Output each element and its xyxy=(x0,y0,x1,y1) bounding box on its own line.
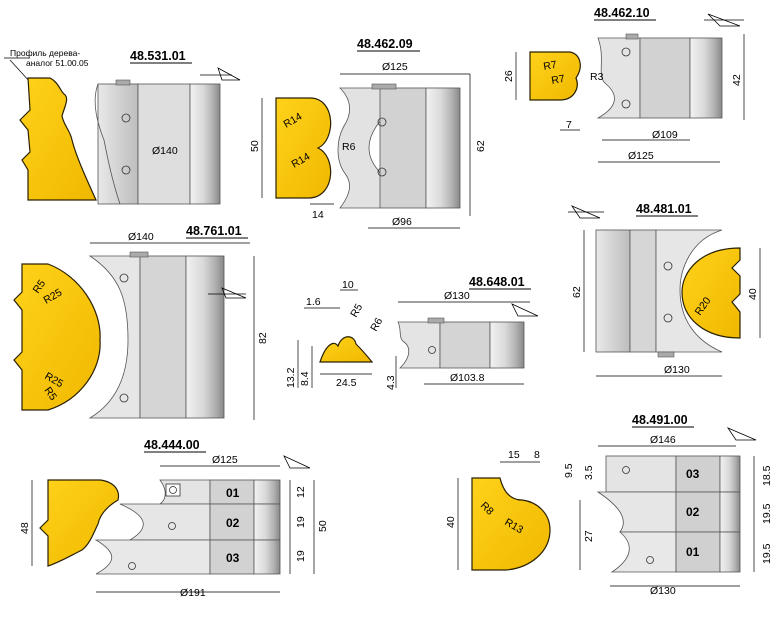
wood-profile xyxy=(529,51,581,101)
h42-label: 42 xyxy=(731,74,743,86)
part-03: 03 xyxy=(686,467,700,481)
h19-5b-label: 19.5 xyxy=(761,543,773,564)
d8-label: 8 xyxy=(534,449,540,461)
dia125-label: Ø125 xyxy=(628,150,654,162)
r7b-label: R7 xyxy=(550,73,565,87)
part-01: 01 xyxy=(226,486,240,500)
wood-profile xyxy=(471,477,551,571)
wood-profile xyxy=(13,263,101,411)
h48-label: 48 xyxy=(19,522,31,534)
h8-4-label: 8.4 xyxy=(299,371,311,386)
h18-5-label: 18.5 xyxy=(761,465,773,486)
h13-2-label: 13.2 xyxy=(285,367,297,388)
height-label: 82 xyxy=(257,332,269,344)
h27-label: 27 xyxy=(583,530,595,542)
part-02: 02 xyxy=(226,516,240,530)
cutter-48-648-01: 48.648.01 Ø130 10 1.6 R5 R6 13.2 8.4 24.… xyxy=(285,275,539,390)
code-label: 48.531.01 xyxy=(130,49,186,63)
dia130-label: Ø130 xyxy=(664,364,690,376)
profile-height-label: 50 xyxy=(249,140,261,152)
wood-profile xyxy=(681,247,741,339)
dia130-label: Ø130 xyxy=(650,585,676,597)
dia103-8-label: Ø103.8 xyxy=(450,372,485,384)
r5-label: R5 xyxy=(348,302,365,320)
h19a-label: 19 xyxy=(295,516,307,528)
r3-label: R3 xyxy=(590,71,604,83)
code-label: 48.491.00 xyxy=(632,413,688,427)
cutter-48-462-10: 48.462.10 R7 R7 26 7 R3 42 Ø109 Ø125 xyxy=(503,6,745,163)
width-label: 14 xyxy=(312,209,324,221)
d1-6-label: 1.6 xyxy=(306,296,321,308)
wood-profile xyxy=(39,479,120,567)
code-label: 48.761.01 xyxy=(186,224,242,238)
cutter-48-444-00: 48.444.00 Ø125 48 01 02 03 12 19 19 50 Ø… xyxy=(19,438,329,599)
r7a-label: R7 xyxy=(542,59,557,73)
h19-5a-label: 19.5 xyxy=(761,503,773,524)
h4-3-label: 4.3 xyxy=(385,375,397,390)
r-mid-label: R6 xyxy=(342,141,356,153)
dia-top-label: Ø125 xyxy=(382,61,408,73)
h40-label: 40 xyxy=(445,516,457,528)
cutter-48-462-09: 48.462.09 Ø125 R14 R14 50 14 R6 62 Ø96 xyxy=(249,37,487,229)
dia-label: Ø140 xyxy=(128,231,154,243)
h26-label: 26 xyxy=(503,70,515,82)
w7-label: 7 xyxy=(566,119,572,131)
d10-label: 10 xyxy=(342,279,354,291)
code-label: 48.481.01 xyxy=(636,202,692,216)
cutter-48-761-01: 48.761.01 Ø140 R5 R25 R25 R5 82 xyxy=(13,224,269,420)
part-03: 03 xyxy=(226,551,240,565)
dia191-label: Ø191 xyxy=(180,587,206,599)
part-02: 02 xyxy=(686,505,700,519)
d3-5-label: 3.5 xyxy=(583,465,595,480)
note-line-1: Профиль дерева- xyxy=(10,48,80,58)
dia-label: Ø140 xyxy=(152,145,178,157)
h12-label: 12 xyxy=(295,486,307,498)
height-label: 62 xyxy=(475,140,487,152)
height-label: 62 xyxy=(571,286,583,298)
code-label: 48.444.00 xyxy=(144,438,200,452)
dia125-label: Ø125 xyxy=(212,454,238,466)
code-label: 48.462.09 xyxy=(357,37,413,51)
dia-bottom-label: Ø96 xyxy=(392,216,412,228)
cutter-48-481-01: 48.481.01 R20 40 62 Ø130 xyxy=(568,202,761,377)
dia109-label: Ø109 xyxy=(652,129,678,141)
wood-profile xyxy=(319,336,374,363)
dia146-label: Ø146 xyxy=(650,434,676,446)
profile-h-label: 40 xyxy=(747,288,759,300)
dia130-label: Ø130 xyxy=(444,290,470,302)
w24-5-label: 24.5 xyxy=(336,377,357,389)
note-line-2: аналог 51.00.05 xyxy=(26,58,89,68)
code-label: 48.648.01 xyxy=(469,275,525,289)
h50-label: 50 xyxy=(317,520,329,532)
h19b-label: 19 xyxy=(295,550,307,562)
wood-profile xyxy=(275,97,332,199)
d9-5-label: 9.5 xyxy=(563,463,575,478)
code-label: 48.462.10 xyxy=(594,6,650,20)
d15-label: 15 xyxy=(508,449,520,461)
wood-profile xyxy=(19,77,97,201)
r6-label: R6 xyxy=(368,316,385,334)
cutter-48-491-00: 48.491.00 Ø146 R8 R13 40 15 8 9.5 27 3.5… xyxy=(445,413,773,597)
cutter-48-531-01: Профиль дерева- аналог 51.00.05 48.531.0… xyxy=(4,48,241,205)
part-01: 01 xyxy=(686,545,700,559)
